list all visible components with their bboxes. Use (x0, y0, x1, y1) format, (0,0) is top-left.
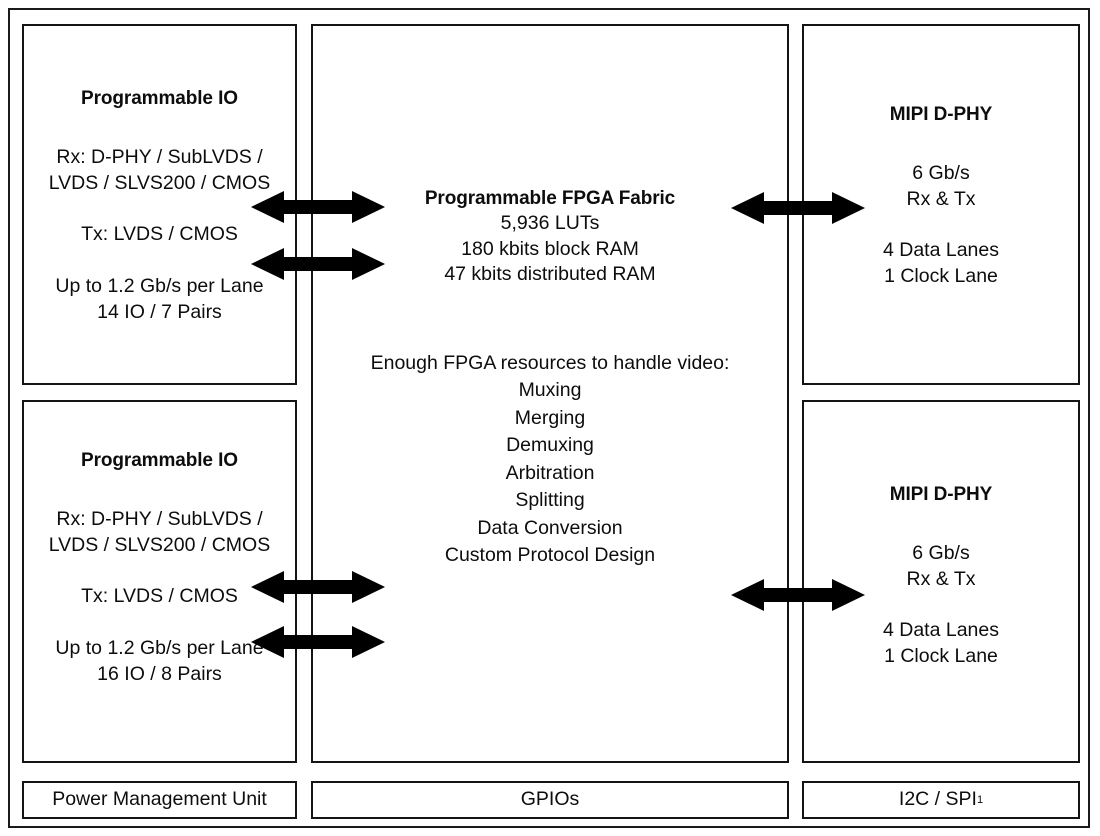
fabric-resource-item: Arbitration (505, 461, 595, 484)
phy-bottom-rate: 6 Gb/s (912, 541, 970, 564)
fabric-block-ram: 180 kbits block RAM (461, 237, 639, 260)
fabric-resources-heading: Enough FPGA resources to handle video: (370, 352, 730, 374)
io-bottom-rx-line2: LVDS / SLVS200 / CMOS (48, 533, 271, 556)
footer-gpios-label: GPIOs (520, 788, 580, 811)
footer-power-management-unit: Power Management Unit (22, 781, 297, 819)
fabric-luts: 5,936 LUTs (500, 211, 600, 234)
arrow-fabric-to-phy-bottom (731, 579, 865, 611)
phy-top-data-lanes: 4 Data Lanes (882, 239, 999, 262)
footer-i2c-spi-label: I2C / SPI (898, 788, 977, 811)
phy-top-direction: Rx & Tx (906, 187, 976, 210)
phy-bottom-direction: Rx & Tx (906, 567, 976, 590)
io-top-rx-line1: Rx: D-PHY / SubLVDS / (56, 145, 263, 168)
block-fpga-fabric: Programmable FPGA Fabric 5,936 LUTs 180 … (311, 24, 789, 763)
diagram-outer-frame (8, 8, 1090, 828)
arrow-io-top-to-fabric-upper (251, 191, 385, 223)
arrow-io-top-to-fabric-lower (251, 248, 385, 280)
fabric-resource-item: Custom Protocol Design (444, 544, 656, 567)
io-top-rx-line2: LVDS / SLVS200 / CMOS (48, 171, 271, 194)
io-bottom-pins: 16 IO / 8 Pairs (97, 662, 222, 685)
block-mipi-dphy-bottom: MIPI D-PHY 6 Gb/s Rx & Tx 4 Data Lanes 1… (802, 400, 1080, 763)
io-top-title: Programmable IO (81, 88, 238, 109)
io-top-pins: 14 IO / 7 Pairs (97, 300, 222, 323)
fabric-resource-item: Data Conversion (477, 516, 623, 539)
phy-top-clock-lanes: 1 Clock Lane (884, 265, 998, 287)
phy-bottom-data-lanes: 4 Data Lanes (882, 619, 999, 642)
phy-top-title: MIPI D-PHY (889, 104, 993, 125)
io-bottom-tx: Tx: LVDS / CMOS (81, 585, 238, 608)
block-programmable-io-top: Programmable IO Rx: D-PHY / SubLVDS / LV… (22, 24, 297, 385)
phy-top-rate: 6 Gb/s (912, 161, 970, 184)
arrow-fabric-to-phy-top (731, 192, 865, 224)
fabric-resource-item: Muxing (518, 379, 582, 402)
fabric-title: Programmable FPGA Fabric (424, 188, 676, 209)
io-bottom-title: Programmable IO (81, 450, 238, 471)
footer-power-label: Power Management Unit (52, 788, 267, 811)
phy-bottom-title: MIPI D-PHY (889, 484, 993, 505)
fabric-resource-item: Demuxing (506, 434, 594, 457)
block-programmable-io-bottom: Programmable IO Rx: D-PHY / SubLVDS / LV… (22, 400, 297, 763)
fabric-distributed-ram: 47 kbits distributed RAM (444, 263, 656, 286)
phy-bottom-clock-lanes: 1 Clock Lane (884, 645, 998, 667)
footer-gpios: GPIOs (311, 781, 789, 819)
fabric-resource-item: Splitting (515, 489, 585, 512)
arrow-io-bottom-to-fabric-lower (251, 626, 385, 658)
io-bottom-rx-line1: Rx: D-PHY / SubLVDS / (56, 507, 263, 530)
io-top-tx: Tx: LVDS / CMOS (81, 223, 238, 246)
arrow-io-bottom-to-fabric-upper (251, 571, 385, 603)
io-bottom-rate: Up to 1.2 Gb/s per Lane (55, 637, 264, 659)
fabric-resource-item: Merging (514, 406, 586, 429)
io-top-rate: Up to 1.2 Gb/s per Lane (55, 275, 264, 297)
